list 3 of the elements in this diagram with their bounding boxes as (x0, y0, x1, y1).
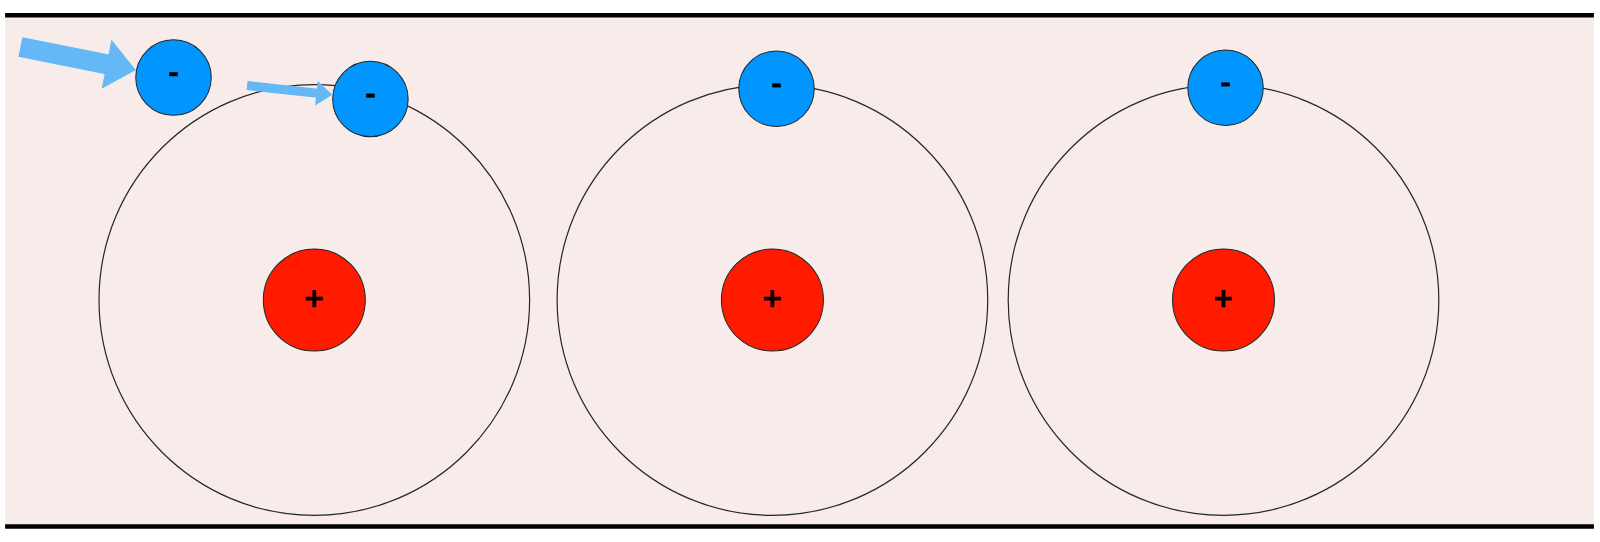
orbit-circle (98, 84, 531, 516)
orbit-circle (1007, 84, 1440, 516)
orbit-circle (556, 84, 989, 516)
